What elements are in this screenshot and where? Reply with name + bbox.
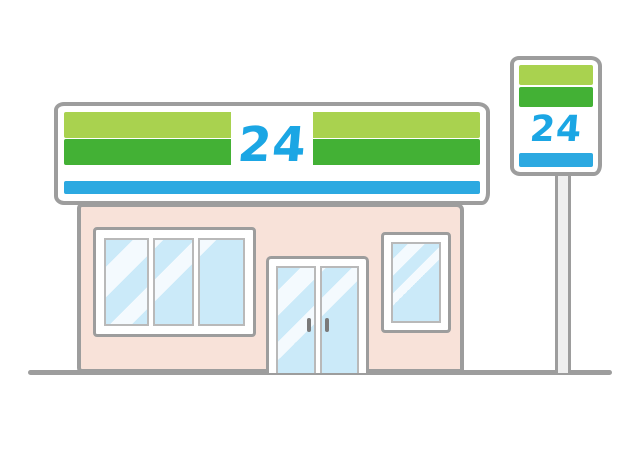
door-handle-right: [324, 318, 329, 332]
right-window: [381, 232, 451, 333]
right-window-glass: [391, 242, 441, 323]
fascia-24-label: 24: [235, 117, 309, 173]
store-fascia-sign: 24: [54, 102, 490, 205]
pole-sign-stripe-light-green: [519, 65, 593, 85]
pole-sign-24-label: 24: [528, 109, 584, 150]
pole-sign-stripe-blue: [519, 153, 593, 167]
door-glass: [276, 266, 359, 373]
left-window-glass: [104, 238, 245, 326]
pole-sign: 24: [510, 56, 602, 176]
sign-pole: [555, 168, 571, 373]
pole-sign-stripe-green: [519, 87, 593, 107]
door-center-divider: [313, 266, 322, 373]
window-mullion: [147, 238, 156, 326]
fascia-stripe-blue: [64, 181, 480, 194]
pole-sign-number-area: 24: [519, 109, 593, 151]
entrance-door: [266, 256, 369, 373]
left-window: [93, 227, 256, 337]
fascia-24-badge: 24: [231, 110, 313, 180]
door-handle-left: [306, 318, 311, 332]
window-mullion: [192, 238, 201, 326]
